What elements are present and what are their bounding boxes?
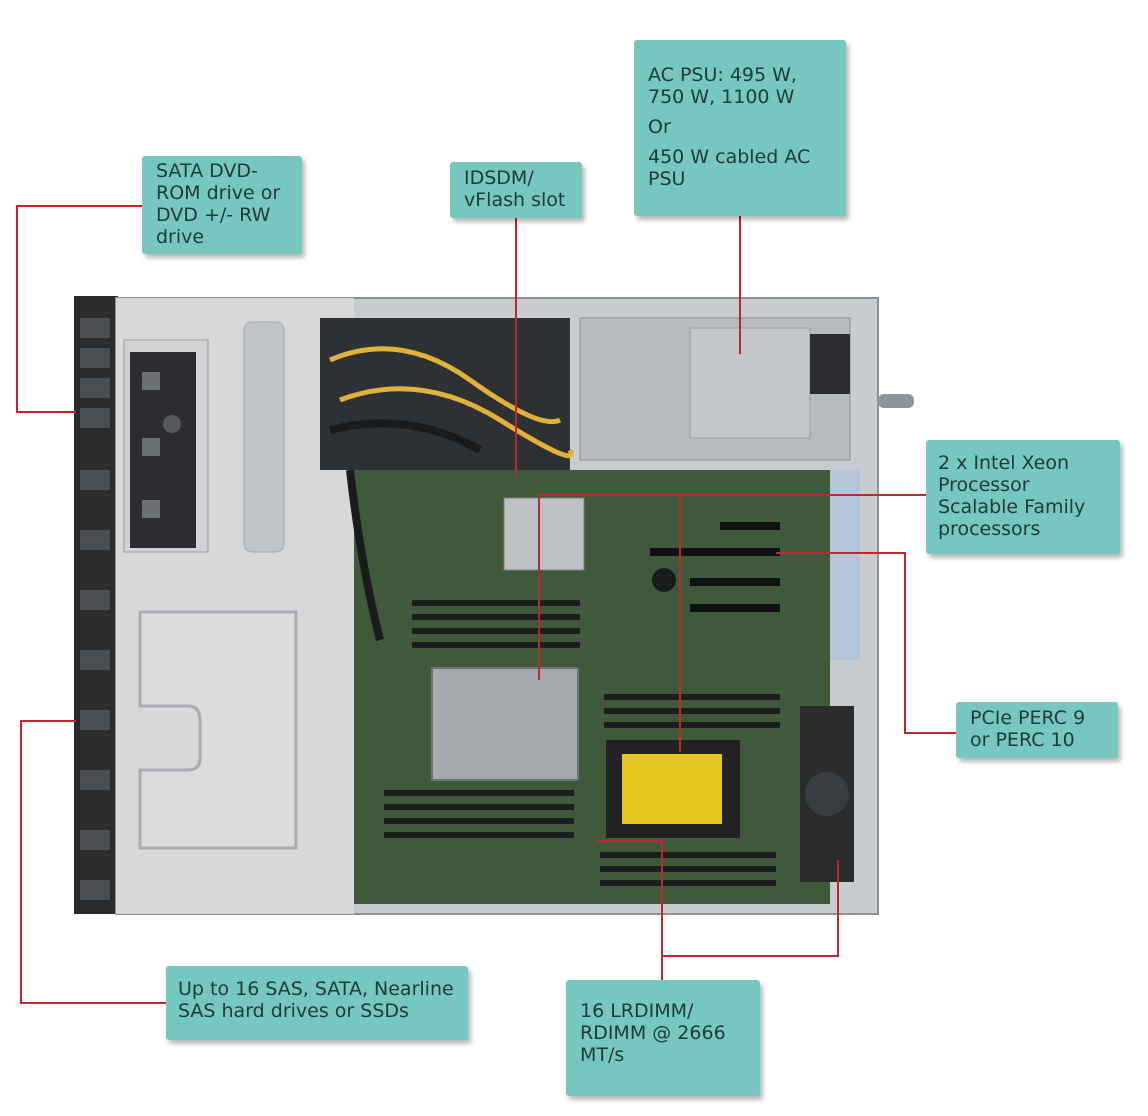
leader-perc-to-callout bbox=[904, 732, 956, 734]
callout-processors: 2 x Intel Xeon Processor Scalable Family… bbox=[926, 440, 1120, 554]
rear-fan bbox=[800, 394, 914, 882]
leader-drives-top bbox=[20, 720, 76, 722]
callout-line: 2 x Intel Xeon bbox=[938, 452, 1070, 474]
leader-psu bbox=[739, 216, 741, 354]
callout-psu: AC PSU: 495 W, 750 W, 1100 W Or 450 W ca… bbox=[634, 40, 846, 216]
callout-memory: 16 LRDIMM/ RDIMM @ 2666 MT/s bbox=[566, 980, 760, 1096]
callout-line: Or bbox=[648, 116, 671, 138]
callout-line: PSU bbox=[648, 168, 686, 190]
leader-memory-vertical bbox=[661, 840, 663, 980]
leader-memory-horizontal bbox=[661, 955, 839, 957]
leader-optical-drive-top bbox=[16, 205, 142, 207]
motherboard bbox=[320, 317, 851, 904]
callout-line: vFlash slot bbox=[464, 189, 566, 211]
callout-line: Up to 16 SAS, SATA, Nearline bbox=[178, 978, 454, 1000]
callout-line: PCIe PERC 9 bbox=[970, 707, 1086, 729]
callout-line: ROM drive or bbox=[156, 182, 281, 204]
callout-idsdm: IDSDM/ vFlash slot bbox=[450, 162, 582, 218]
callout-drives: Up to 16 SAS, SATA, Nearline SAS hard dr… bbox=[166, 966, 468, 1040]
callout-line: Scalable Family bbox=[938, 496, 1086, 518]
callout-line: AC PSU: 495 W, bbox=[648, 64, 797, 86]
leader-optical-drive-vertical bbox=[16, 205, 18, 413]
leader-memory-dimm-bank bbox=[596, 840, 662, 842]
callout-line: DVD +/- RW bbox=[156, 204, 271, 226]
front-bezel bbox=[74, 296, 118, 914]
callout-line: drive bbox=[156, 226, 205, 248]
callout-line: SAS hard drives or SSDs bbox=[178, 1000, 409, 1022]
callout-optical-drive: SATA DVD- ROM drive or DVD +/- RW drive bbox=[142, 156, 302, 254]
callout-line: 750 W, 1100 W bbox=[648, 86, 795, 108]
leader-drives-vertical bbox=[20, 720, 22, 1004]
leader-idsdm bbox=[515, 218, 517, 476]
leader-processors-cpu2 bbox=[679, 494, 681, 752]
callout-perc: PCIe PERC 9 or PERC 10 bbox=[956, 702, 1118, 758]
callout-line: MT/s bbox=[580, 1044, 625, 1066]
callout-line: Processor bbox=[938, 474, 1030, 496]
callout-line: SATA DVD- bbox=[156, 160, 258, 182]
leader-drives-horizontal bbox=[20, 1002, 166, 1004]
callout-line: 450 W cabled AC bbox=[648, 146, 811, 168]
callout-line: IDSDM/ bbox=[464, 167, 534, 189]
leader-processors-horizontal bbox=[538, 494, 928, 496]
leader-memory-right bbox=[837, 860, 839, 957]
leader-processors-cpu1 bbox=[538, 494, 540, 680]
callout-line: or PERC 10 bbox=[970, 729, 1075, 751]
leader-perc-horizontal bbox=[776, 552, 906, 554]
callout-line: processors bbox=[938, 518, 1041, 540]
leader-perc-vertical bbox=[904, 552, 906, 734]
callout-line: 16 LRDIMM/ bbox=[580, 1000, 694, 1022]
callout-line: RDIMM @ 2666 bbox=[580, 1022, 726, 1044]
leader-optical-drive-bottom bbox=[16, 411, 76, 413]
